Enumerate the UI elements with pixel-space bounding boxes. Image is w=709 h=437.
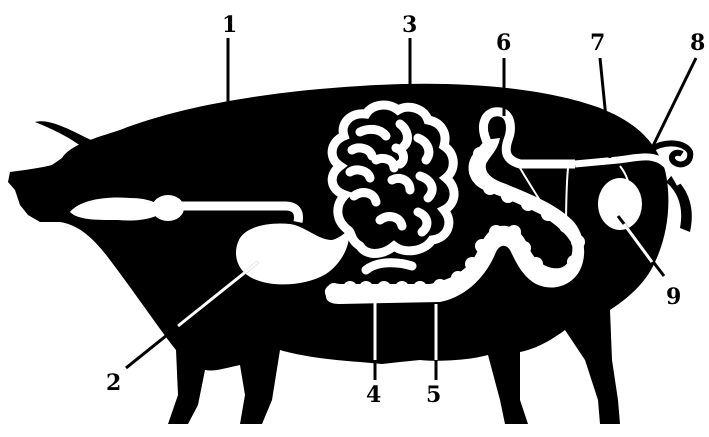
pharynx bbox=[152, 195, 184, 221]
label-1: 1 bbox=[222, 12, 237, 38]
bladder bbox=[598, 178, 642, 230]
label-2: 2 bbox=[106, 370, 121, 396]
label-4: 4 bbox=[366, 382, 381, 408]
label-3: 3 bbox=[402, 12, 417, 38]
leader-line-8 bbox=[652, 58, 696, 148]
label-6: 6 bbox=[496, 30, 511, 56]
label-7: 7 bbox=[590, 30, 605, 56]
label-8: 8 bbox=[690, 30, 705, 56]
pig-ear bbox=[35, 121, 95, 152]
label-9: 9 bbox=[666, 284, 681, 310]
label-5: 5 bbox=[426, 382, 441, 408]
